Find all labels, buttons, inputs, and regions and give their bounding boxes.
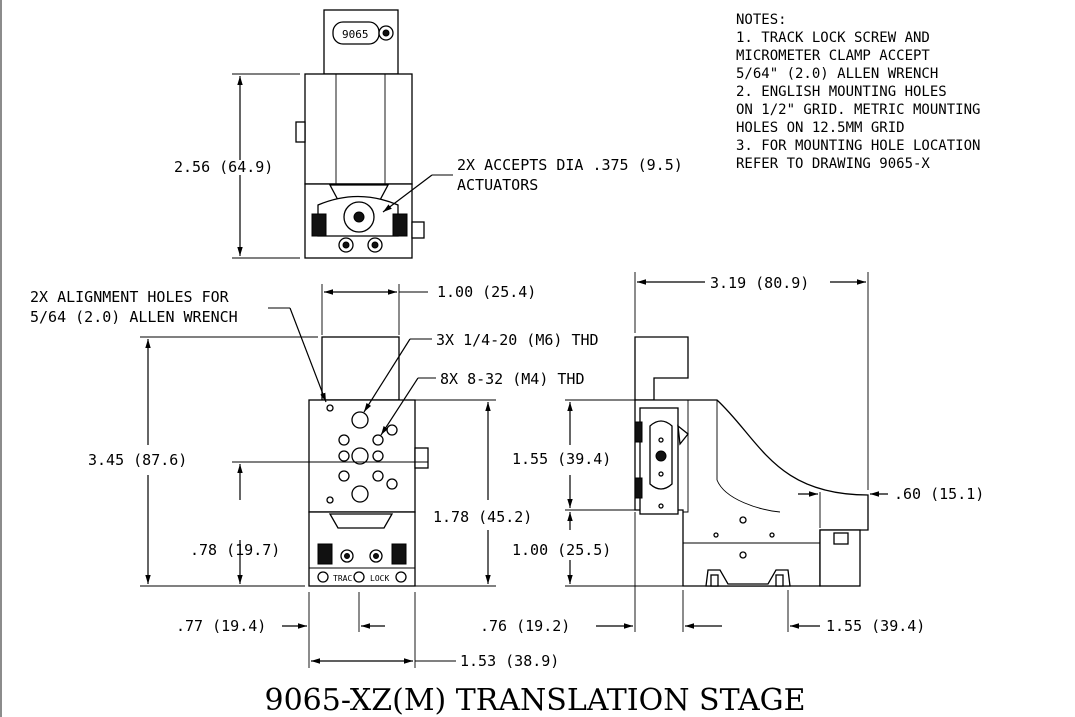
note-line: 2. ENGLISH MOUNTING HOLES — [736, 84, 947, 100]
front-width-bottom-dimension: 1.53 (38.9) — [460, 652, 559, 670]
actuators-callout-line2: ACTUATORS — [457, 176, 538, 194]
side-offset-right-dimension: .60 (15.1) — [894, 485, 984, 503]
thd-m4-callout: 8X 8-32 (M4) THD — [440, 370, 585, 388]
front-width-top-dimension: 1.00 (25.4) — [437, 283, 536, 301]
thd-m6-callout: 3X 1/4-20 (M6) THD — [436, 331, 599, 349]
lock-label: LOCK — [370, 574, 389, 583]
alignment-callout-line1: 2X ALIGNMENT HOLES FOR — [30, 288, 230, 306]
top-view: 9065 — [232, 9, 453, 259]
note-line: 1. TRACK LOCK SCREW AND — [736, 30, 930, 46]
front-height-dimension: 3.45 (87.6) — [88, 451, 187, 469]
note-line: REFER TO DRAWING 9065-X — [736, 156, 930, 172]
track-label: TRAC — [333, 574, 352, 583]
model-badge-label: 9065 — [342, 28, 369, 41]
front-left-offset-dimension: .77 (19.4) — [176, 617, 266, 635]
actuators-callout-line1: 2X ACCEPTS DIA .375 (9.5) — [457, 156, 683, 174]
drawing-title: 9065-XZ(M) TRANSLATION STAGE — [265, 683, 806, 717]
notes-block: NOTES: 1. TRACK LOCK SCREW AND MICROMETE… — [736, 12, 980, 172]
side-width-dimension: 3.19 (80.9) — [710, 274, 809, 292]
side-height-upper-dimension: 1.55 (39.4) — [512, 450, 611, 468]
front-view: TRAC LOCK — [140, 284, 496, 668]
side-base-dimension: 1.55 (39.4) — [826, 617, 925, 635]
side-height-lower-dimension: 1.00 (25.5) — [512, 541, 611, 559]
front-hole-span-dimension: 1.78 (45.2) — [433, 508, 532, 526]
note-line: ON 1/2" GRID. METRIC MOUNTING — [736, 102, 980, 118]
notes-heading: NOTES: — [736, 12, 787, 28]
note-line: HOLES ON 12.5MM GRID — [736, 120, 905, 136]
front-base-dimension: .78 (19.7) — [190, 541, 280, 559]
note-line: MICROMETER CLAMP ACCEPT — [736, 48, 930, 64]
note-line: 5/64" (2.0) ALLEN WRENCH — [736, 66, 938, 82]
alignment-callout-line2: 5/64 (2.0) ALLEN WRENCH — [30, 308, 238, 326]
note-line: 3. FOR MOUNTING HOLE LOCATION — [736, 138, 980, 154]
side-offset-left-dimension: .76 (19.2) — [480, 617, 570, 635]
top-height-dimension: 2.56 (64.9) — [174, 158, 273, 176]
side-view — [565, 272, 888, 632]
